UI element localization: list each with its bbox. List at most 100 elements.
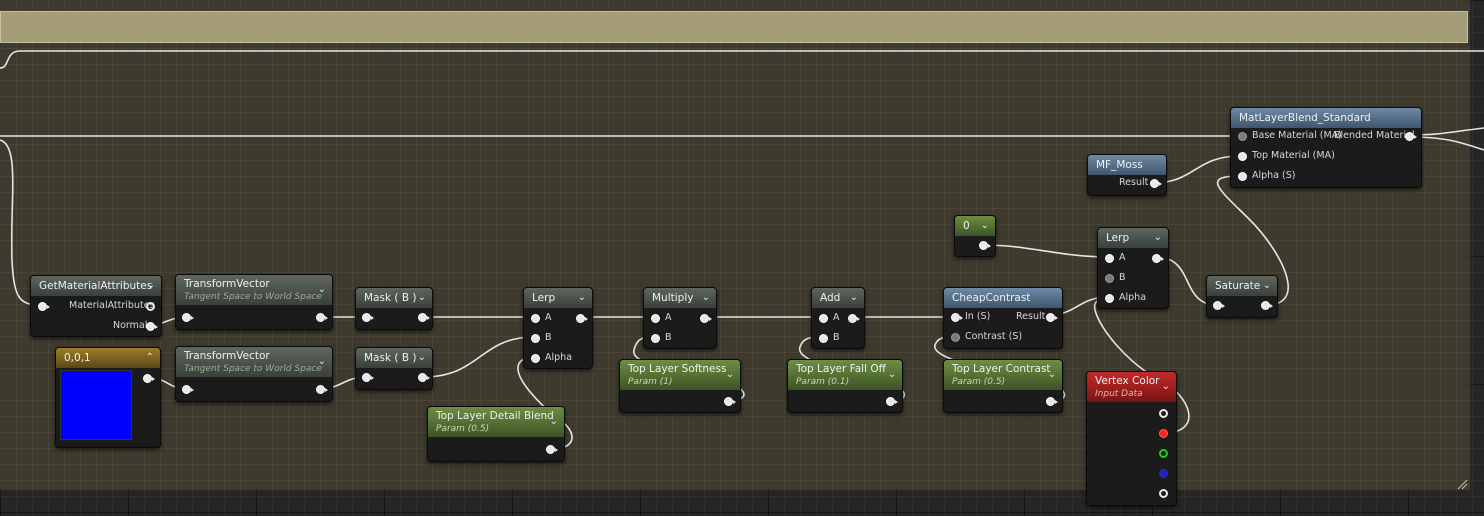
output-pin[interactable] bbox=[979, 241, 991, 250]
node-get-material-attributes[interactable]: GetMaterialAttributes⌄ MaterialAttribute… bbox=[30, 275, 162, 337]
comment-box[interactable] bbox=[0, 0, 1470, 490]
output-pin[interactable] bbox=[143, 374, 155, 383]
input-pin-base-material[interactable] bbox=[1238, 132, 1247, 141]
chevron-down-icon[interactable]: ⌄ bbox=[417, 352, 426, 363]
output-pin[interactable] bbox=[1261, 301, 1273, 310]
input-pin[interactable] bbox=[182, 385, 194, 394]
resize-handle-icon[interactable] bbox=[1456, 478, 1468, 490]
output-pin[interactable] bbox=[700, 314, 712, 323]
input-pin-alpha[interactable] bbox=[1105, 294, 1114, 303]
output-pin-normal[interactable] bbox=[146, 322, 158, 331]
node-header[interactable]: CheapContrast bbox=[944, 288, 1062, 308]
node-mask[interactable]: Mask ( B )⌄ bbox=[355, 287, 433, 330]
chevron-down-icon[interactable]: ⌄ bbox=[317, 284, 326, 295]
input-pin-alpha[interactable] bbox=[531, 354, 540, 363]
node-header[interactable]: MF_Moss bbox=[1088, 155, 1166, 175]
input-pin-a[interactable] bbox=[1105, 254, 1114, 263]
node-header[interactable]: Lerp⌄ bbox=[524, 288, 592, 308]
node-mf-moss[interactable]: MF_Moss Result bbox=[1087, 154, 1167, 196]
node-constant-vector[interactable]: 0,0,1⌃ bbox=[55, 347, 161, 448]
node-header[interactable]: Mask ( B )⌄ bbox=[356, 348, 432, 368]
chevron-down-icon[interactable]: ⌄ bbox=[887, 369, 896, 380]
output-pin-green[interactable] bbox=[1159, 449, 1168, 458]
node-constant-zero[interactable]: 0⌄ bbox=[954, 215, 996, 257]
output-pin[interactable] bbox=[576, 314, 588, 323]
node-mask[interactable]: Mask ( B )⌄ bbox=[355, 347, 433, 390]
chevron-down-icon[interactable]: ⌄ bbox=[701, 292, 710, 303]
output-pin-material-attributes[interactable] bbox=[146, 302, 155, 311]
node-header[interactable]: Lerp⌄ bbox=[1098, 228, 1168, 248]
output-pin[interactable] bbox=[886, 397, 898, 406]
input-pin-b[interactable] bbox=[1105, 274, 1114, 283]
output-pin[interactable] bbox=[1152, 254, 1164, 263]
node-saturate[interactable]: Saturate⌄ bbox=[1206, 275, 1278, 318]
output-pin-blended-material[interactable] bbox=[1405, 132, 1417, 141]
input-pin-b[interactable] bbox=[651, 334, 660, 343]
input-pin[interactable] bbox=[362, 373, 374, 382]
node-header[interactable]: Add⌄ bbox=[812, 288, 864, 308]
output-pin-red[interactable] bbox=[1159, 429, 1168, 438]
output-pin[interactable] bbox=[316, 385, 328, 394]
input-pin-a[interactable] bbox=[651, 314, 660, 323]
node-mat-layer-blend-standard[interactable]: MatLayerBlend_Standard Base Material (MA… bbox=[1230, 107, 1422, 188]
chevron-down-icon[interactable]: ⌄ bbox=[317, 356, 326, 367]
output-pin[interactable] bbox=[724, 397, 736, 406]
node-lerp[interactable]: Lerp⌄ A B Alpha bbox=[523, 287, 593, 369]
node-header[interactable]: 0,0,1⌃ bbox=[56, 348, 160, 368]
output-pin[interactable] bbox=[848, 314, 860, 323]
chevron-down-icon[interactable]: ⌄ bbox=[1262, 280, 1271, 291]
output-pin-result[interactable] bbox=[1046, 313, 1058, 322]
chevron-down-icon[interactable]: ⌄ bbox=[1153, 232, 1162, 243]
input-pin-in[interactable] bbox=[951, 313, 963, 322]
chevron-down-icon[interactable]: ⌄ bbox=[577, 292, 586, 303]
output-pin[interactable] bbox=[418, 373, 430, 382]
input-pin[interactable] bbox=[1213, 301, 1225, 310]
node-add[interactable]: Add⌄ A B bbox=[811, 287, 865, 349]
input-pin[interactable] bbox=[362, 313, 374, 322]
output-pin[interactable] bbox=[316, 313, 328, 322]
input-pin[interactable] bbox=[38, 302, 50, 311]
input-pin-contrast[interactable] bbox=[951, 333, 960, 342]
node-header[interactable]: Saturate⌄ bbox=[1207, 276, 1277, 296]
node-header[interactable]: MatLayerBlend_Standard bbox=[1231, 108, 1421, 128]
chevron-down-icon[interactable]: ⌄ bbox=[980, 220, 989, 231]
output-pin-blue[interactable] bbox=[1159, 469, 1168, 478]
node-header[interactable]: GetMaterialAttributes⌄ bbox=[31, 276, 161, 296]
output-pin-alpha[interactable] bbox=[1159, 489, 1168, 498]
output-pin-rgb[interactable] bbox=[1159, 409, 1168, 418]
node-cheap-contrast[interactable]: CheapContrast In (S) Result Contrast (S) bbox=[943, 287, 1063, 349]
chevron-down-icon[interactable]: ⌄ bbox=[1047, 369, 1056, 380]
node-lerp[interactable]: Lerp⌄ A B Alpha bbox=[1097, 227, 1169, 309]
chevron-down-icon[interactable]: ⌄ bbox=[417, 292, 426, 303]
input-pin-a[interactable] bbox=[819, 314, 828, 323]
chevron-down-icon[interactable]: ⌄ bbox=[146, 280, 155, 291]
input-pin-b[interactable] bbox=[531, 334, 540, 343]
chevron-down-icon[interactable]: ⌄ bbox=[725, 369, 734, 380]
node-header[interactable]: 0⌄ bbox=[955, 216, 995, 236]
node-header[interactable]: Mask ( B )⌄ bbox=[356, 288, 432, 308]
node-header[interactable]: Multiply⌄ bbox=[644, 288, 716, 308]
node-multiply[interactable]: Multiply⌄ A B bbox=[643, 287, 717, 349]
comment-title-bar[interactable] bbox=[0, 11, 1468, 43]
input-pin-alpha[interactable] bbox=[1238, 172, 1247, 181]
input-pin-a[interactable] bbox=[531, 314, 540, 323]
output-pin[interactable] bbox=[418, 313, 430, 322]
chevron-down-icon[interactable]: ⌄ bbox=[549, 416, 558, 427]
input-pin-top-material[interactable] bbox=[1238, 152, 1247, 161]
chevron-up-icon[interactable]: ⌃ bbox=[145, 352, 154, 363]
